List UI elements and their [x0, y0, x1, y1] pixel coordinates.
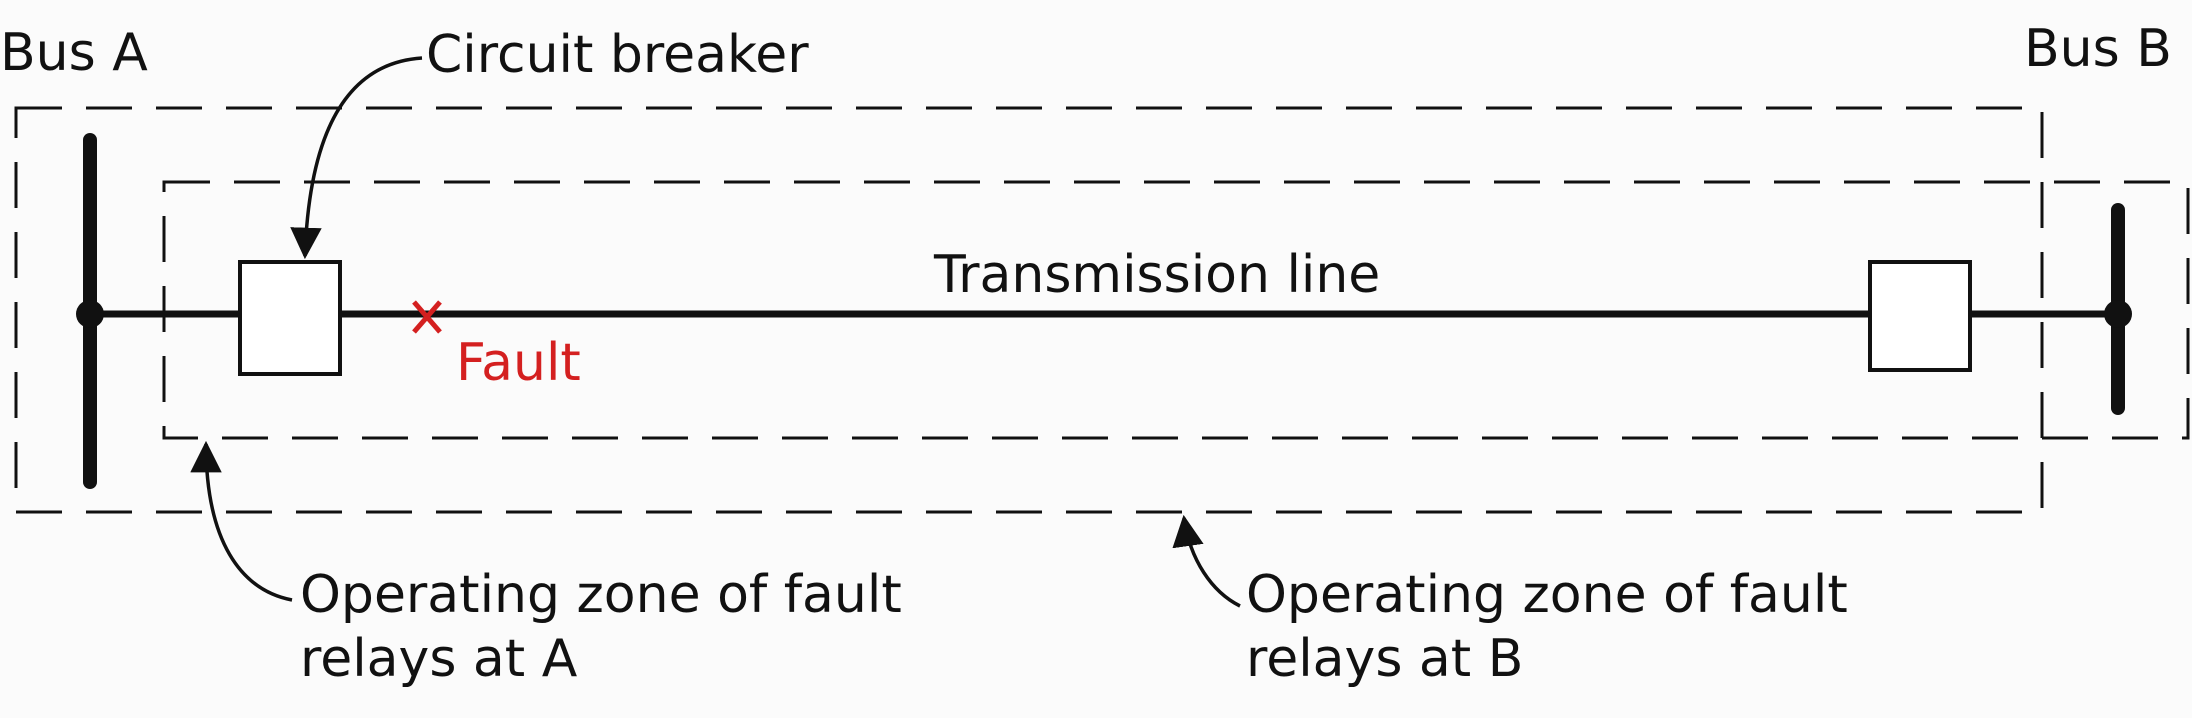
- zone-b-boundary: [14, 106, 2044, 514]
- bus-b-node: [2104, 300, 2132, 328]
- bus-a-node: [76, 300, 104, 328]
- circuit-breaker-b: [1868, 260, 1972, 372]
- fault-label: Fault: [456, 333, 581, 393]
- zone-a-boundary: [162, 180, 2190, 440]
- circuit-breaker-pointer: [290, 56, 423, 260]
- zone-a-label-line1: Operating zone of fault: [300, 565, 902, 625]
- bus-a-label: Bus A: [0, 23, 148, 83]
- transmission-line-label: Transmission line: [933, 245, 1380, 305]
- zone-b-pointer: [1172, 514, 1241, 608]
- bus-b-label: Bus B: [2024, 19, 2172, 79]
- fault-marker: [412, 300, 442, 334]
- circuit-breaker-label: Circuit breaker: [426, 25, 809, 85]
- zone-b-label-line1: Operating zone of fault: [1246, 565, 1848, 625]
- circuit-breaker-a: [238, 260, 342, 376]
- zone-a-pointer: [190, 440, 293, 602]
- zone-a-label-line2: relays at A: [300, 629, 578, 689]
- zone-b-label-line2: relays at B: [1246, 629, 1523, 689]
